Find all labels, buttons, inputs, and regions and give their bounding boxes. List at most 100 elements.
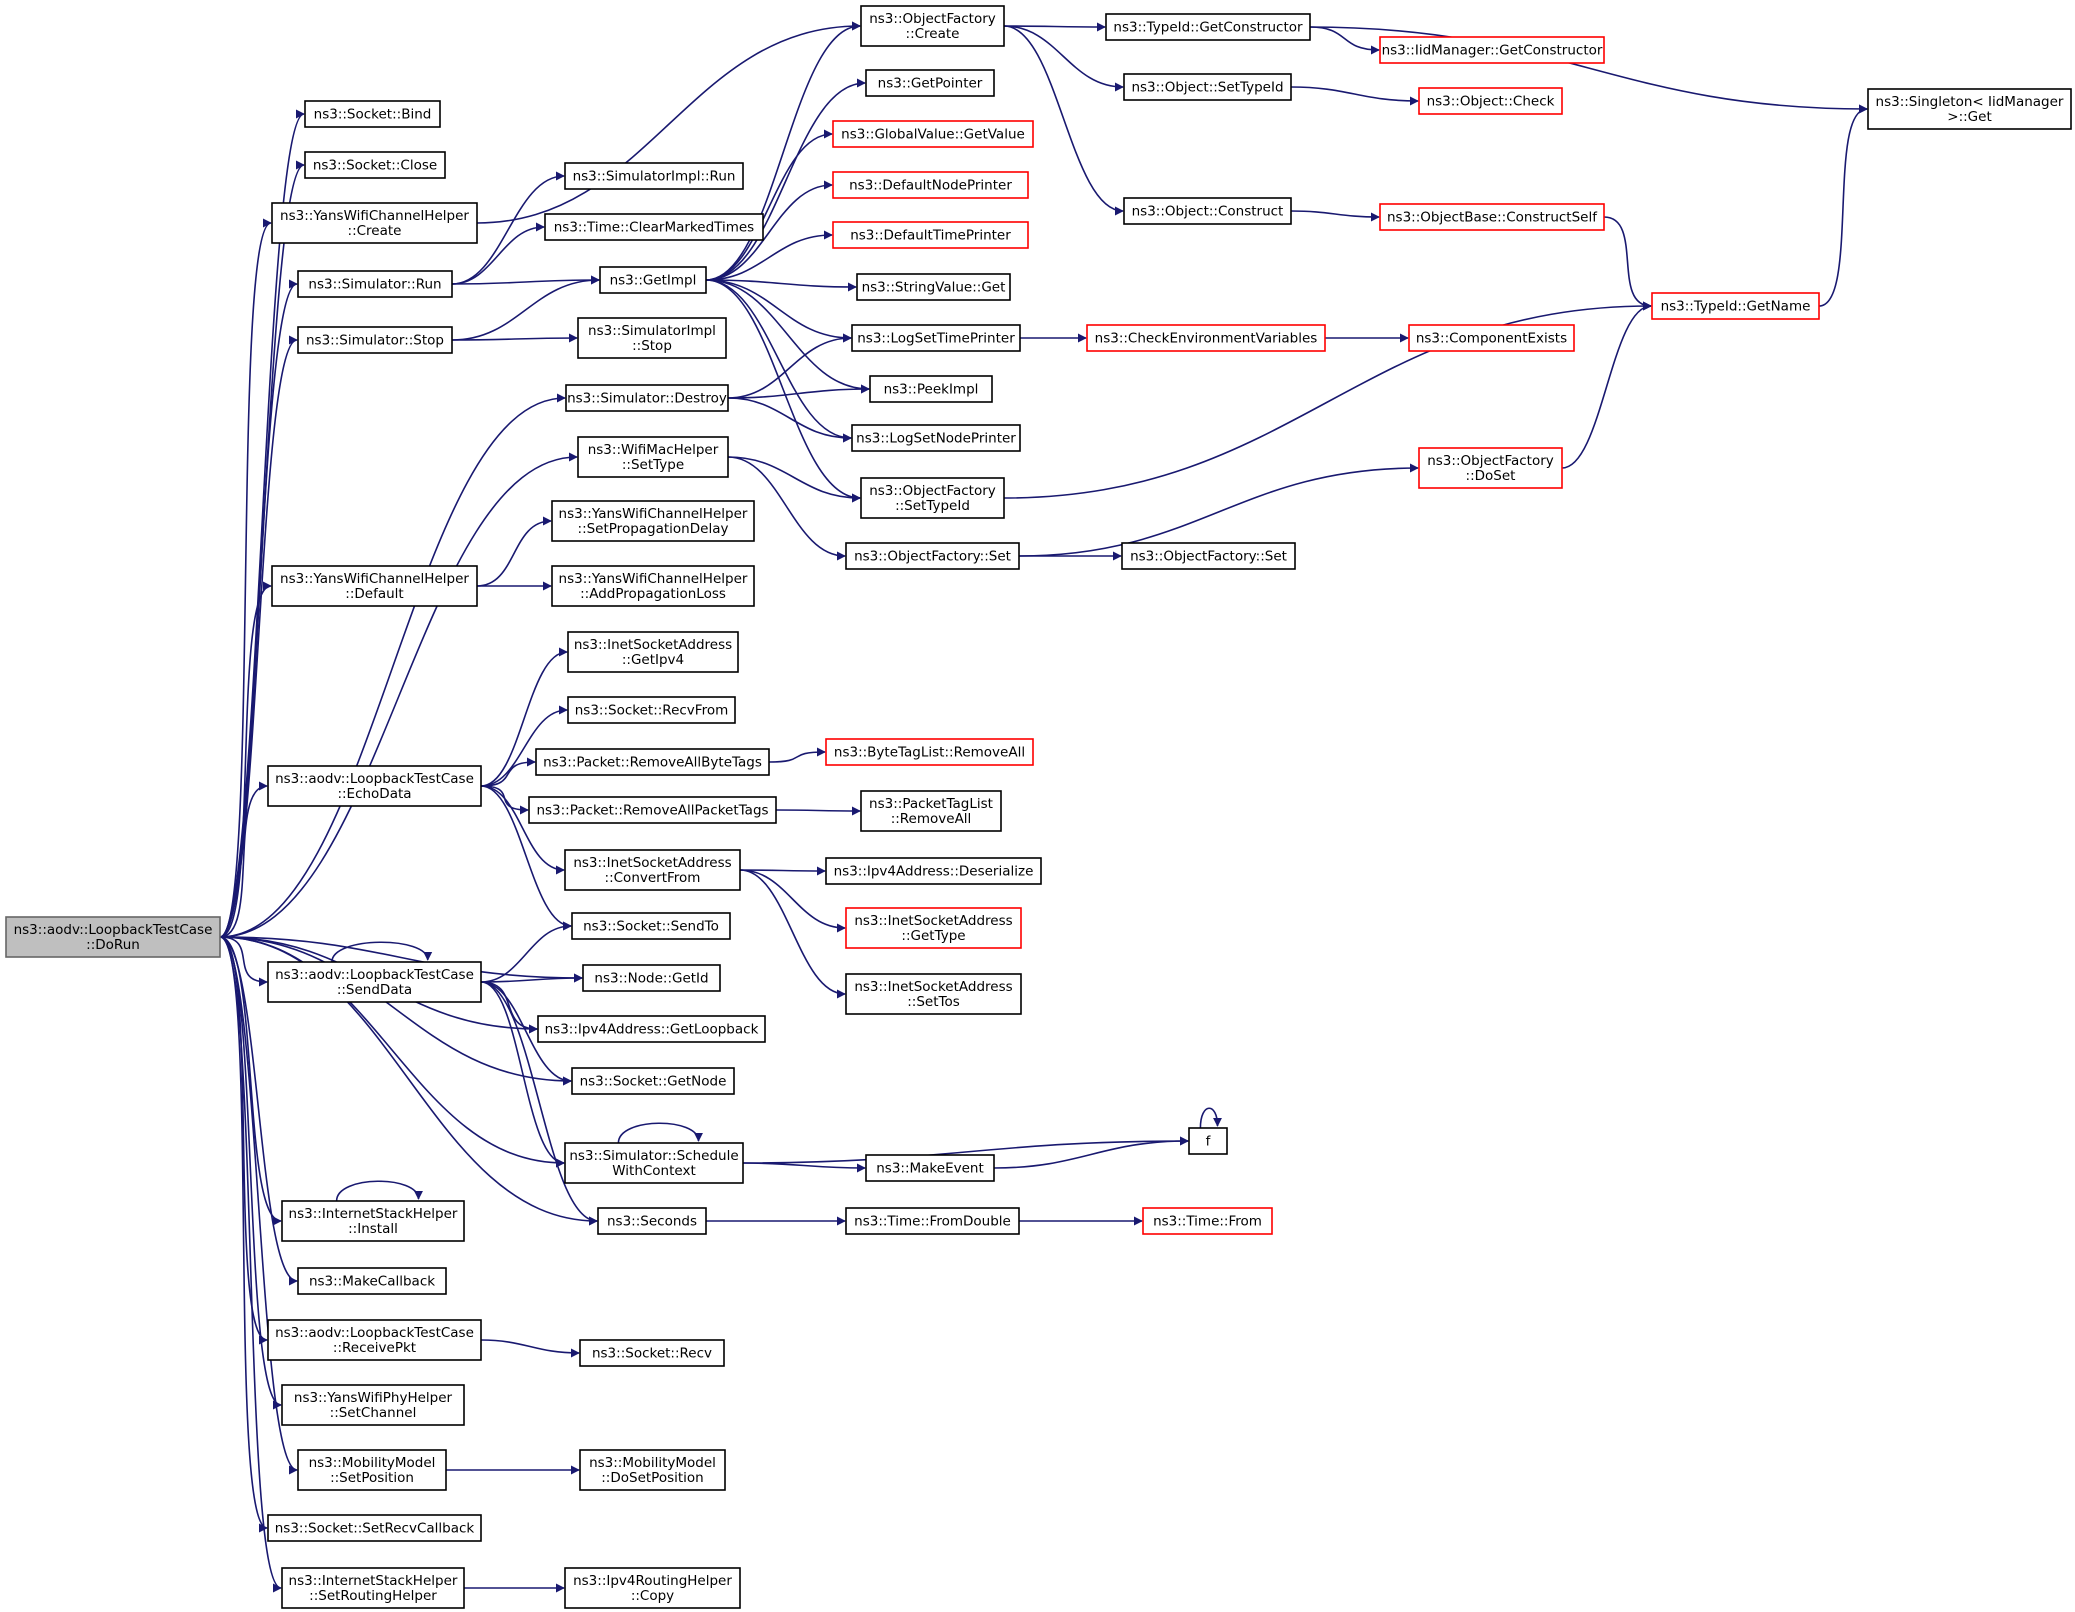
node-ywch_addprop[interactable]: ns3::YansWifiChannelHelper::AddPropagati… bbox=[551, 565, 755, 607]
edge-obj_construct-to-objbase_constructself bbox=[1290, 210, 1380, 222]
edge-isa_convertfrom-to-isa_gettype bbox=[739, 869, 846, 933]
node-obj_construct[interactable]: ns3::Object::Construct bbox=[1123, 197, 1292, 225]
node-label: ns3::CheckEnvironmentVariables bbox=[1095, 331, 1318, 347]
node-label: ns3::Simulator::Destroy bbox=[567, 391, 727, 407]
edge-pkt_rmbytetags-to-bytetaglist_rmall bbox=[768, 747, 826, 763]
node-time_from[interactable]: ns3::Time::From bbox=[1142, 1207, 1273, 1235]
node-ywch_create[interactable]: ns3::YansWifiChannelHelper::Create bbox=[271, 202, 478, 244]
node-isa_gettype[interactable]: ns3::InetSocketAddress::GetType bbox=[845, 907, 1022, 949]
node-simimpl_run[interactable]: ns3::SimulatorImpl::Run bbox=[564, 162, 744, 190]
node-simimpl_stop[interactable]: ns3::SimulatorImpl::Stop bbox=[577, 317, 727, 359]
node-label: ns3::Ipv4Address::GetLoopback bbox=[545, 1022, 759, 1038]
node-gv_getvalue[interactable]: ns3::GlobalValue::GetValue bbox=[832, 120, 1034, 148]
node-box bbox=[267, 1514, 482, 1542]
node-makecallback[interactable]: ns3::MakeCallback bbox=[297, 1267, 447, 1295]
node-typeid_getname[interactable]: ns3::TypeId::GetName bbox=[1651, 292, 1820, 320]
node-deftimeprinter[interactable]: ns3::DefaultTimePrinter bbox=[832, 221, 1029, 249]
edge-getimpl-to-gv_getvalue bbox=[705, 129, 833, 281]
node-socket_getnode[interactable]: ns3::Socket::GetNode bbox=[571, 1067, 735, 1095]
node-box bbox=[271, 565, 478, 607]
node-box bbox=[281, 1384, 465, 1426]
node-isa_convertfrom[interactable]: ns3::InetSocketAddress::ConvertFrom bbox=[564, 849, 741, 891]
node-ish_install[interactable]: ns3::InternetStackHelper::Install bbox=[281, 1200, 465, 1242]
edge-makeevent-to-f bbox=[993, 1136, 1189, 1169]
node-echodata[interactable]: ns3::aodv::LoopbackTestCase::EchoData bbox=[267, 765, 482, 807]
node-bind[interactable]: ns3::Socket::Bind bbox=[304, 100, 441, 128]
node-pkt_rmbytetags[interactable]: ns3::Packet::RemoveAllByteTags bbox=[535, 748, 770, 776]
node-box bbox=[832, 120, 1034, 148]
node-setrecvcallback[interactable]: ns3::Socket::SetRecvCallback bbox=[267, 1514, 482, 1542]
node-time_clear[interactable]: ns3::Time::ClearMarkedTimes bbox=[544, 213, 764, 241]
node-sim_stop[interactable]: ns3::Simulator::Stop bbox=[297, 326, 453, 354]
edge-isa_convertfrom-to-isa_settos bbox=[739, 869, 846, 999]
node-logsettimeprinter[interactable]: ns3::LogSetTimePrinter bbox=[851, 324, 1021, 352]
node-seconds[interactable]: ns3::Seconds bbox=[597, 1207, 707, 1235]
node-getpointer[interactable]: ns3::GetPointer bbox=[865, 69, 995, 97]
node-obj_settypeid[interactable]: ns3::Object::SetTypeId bbox=[1123, 73, 1292, 101]
node-objbase_constructself[interactable]: ns3::ObjectBase::ConstructSelf bbox=[1379, 203, 1605, 231]
edge-getimpl-to-peekimpl bbox=[705, 279, 870, 394]
node-pkt_rmpkttags[interactable]: ns3::Packet::RemoveAllPacketTags bbox=[528, 796, 777, 824]
node-dorun[interactable]: ns3::aodv::LoopbackTestCase::DoRun bbox=[5, 916, 221, 958]
node-socket_recv[interactable]: ns3::Socket::Recv bbox=[579, 1339, 725, 1367]
node-isa_settos[interactable]: ns3::InetSocketAddress::SetTos bbox=[845, 973, 1022, 1015]
node-receivepkt[interactable]: ns3::aodv::LoopbackTestCase::ReceivePkt bbox=[267, 1319, 482, 1361]
node-iidmgr_getctor[interactable]: ns3::IidManager::GetConstructor bbox=[1379, 36, 1605, 64]
node-pkttaglist_rmall[interactable]: ns3::PacketTagList::RemoveAll bbox=[860, 790, 1002, 832]
edge-getimpl-to-of_create bbox=[705, 21, 861, 281]
node-close[interactable]: ns3::Socket::Close bbox=[304, 151, 446, 179]
node-logsetnodeprinter[interactable]: ns3::LogSetNodePrinter bbox=[851, 424, 1021, 452]
node-ipv4_deserialize[interactable]: ns3::Ipv4Address::Deserialize bbox=[825, 857, 1042, 885]
node-isa_getipv4[interactable]: ns3::InetSocketAddress::GetIpv4 bbox=[567, 631, 739, 673]
edge-sim_run-to-getimpl bbox=[451, 275, 600, 285]
node-checkenv[interactable]: ns3::CheckEnvironmentVariables bbox=[1086, 324, 1326, 352]
node-of_doset[interactable]: ns3::ObjectFactory::DoSet bbox=[1418, 447, 1563, 489]
node-label: ::SetPropagationDelay bbox=[578, 521, 729, 537]
node-label: ns3::GetImpl bbox=[610, 273, 697, 289]
node-ish_setrouting[interactable]: ns3::InternetStackHelper::SetRoutingHelp… bbox=[281, 1567, 465, 1609]
node-label: ns3::Ipv4RoutingHelper bbox=[573, 1573, 732, 1589]
node-typeid_getctor[interactable]: ns3::TypeId::GetConstructor bbox=[1105, 13, 1311, 41]
node-ipv4_loopback[interactable]: ns3::Ipv4Address::GetLoopback bbox=[537, 1015, 766, 1043]
node-time_fromdouble[interactable]: ns3::Time::FromDouble bbox=[845, 1207, 1020, 1235]
node-box bbox=[1142, 1207, 1273, 1235]
node-wmh_settype[interactable]: ns3::WifiMacHelper::SetType bbox=[577, 436, 729, 478]
node-componentexists[interactable]: ns3::ComponentExists bbox=[1408, 324, 1575, 352]
node-defnodeprinter[interactable]: ns3::DefaultNodePrinter bbox=[832, 171, 1029, 199]
node-ywph_setchannel[interactable]: ns3::YansWifiPhyHelper::SetChannel bbox=[281, 1384, 465, 1426]
node-of_set2[interactable]: ns3::ObjectFactory::Set bbox=[1121, 542, 1296, 570]
node-obj_check[interactable]: ns3::Object::Check bbox=[1418, 87, 1563, 115]
node-of_create[interactable]: ns3::ObjectFactory::Create bbox=[860, 5, 1005, 47]
node-bytetaglist_rmall[interactable]: ns3::ByteTagList::RemoveAll bbox=[825, 738, 1034, 766]
node-of_settypeid[interactable]: ns3::ObjectFactory::SetTypeId bbox=[860, 477, 1005, 519]
node-mm_setposition[interactable]: ns3::MobilityModel::SetPosition bbox=[297, 1449, 447, 1491]
node-ipv4rh_copy[interactable]: ns3::Ipv4RoutingHelper::Copy bbox=[564, 1567, 741, 1609]
node-sim_destroy[interactable]: ns3::Simulator::Destroy bbox=[565, 384, 729, 412]
node-of_set[interactable]: ns3::ObjectFactory::Set bbox=[845, 542, 1020, 570]
node-mm_dosetposition[interactable]: ns3::MobilityModel::DoSetPosition bbox=[579, 1449, 726, 1491]
edge-sim_run-to-time_clear bbox=[451, 222, 545, 285]
node-makeevent[interactable]: ns3::MakeEvent bbox=[865, 1154, 995, 1182]
node-ywch_default[interactable]: ns3::YansWifiChannelHelper::Default bbox=[271, 565, 478, 607]
node-ywch_setprop[interactable]: ns3::YansWifiChannelHelper::SetPropagati… bbox=[551, 500, 755, 542]
node-label: ::EchoData bbox=[337, 786, 411, 802]
node-box bbox=[577, 317, 727, 359]
edge-echodata-to-sendto bbox=[480, 785, 572, 931]
node-stringvalue_get[interactable]: ns3::StringValue::Get bbox=[856, 273, 1011, 301]
node-node_getid[interactable]: ns3::Node::GetId bbox=[582, 964, 721, 992]
edge-dorun-to-socket_getnode bbox=[219, 936, 572, 1086]
node-label: >::Get bbox=[1947, 109, 1991, 125]
node-label: ns3::IidManager::GetConstructor bbox=[1382, 43, 1603, 59]
node-singleton_get[interactable]: ns3::Singleton< IidManager >::Get bbox=[1867, 88, 2072, 130]
node-getimpl[interactable]: ns3::GetImpl bbox=[599, 266, 707, 294]
node-sim_run[interactable]: ns3::Simulator::Run bbox=[297, 270, 453, 298]
node-box bbox=[571, 1067, 735, 1095]
edge-objbase_constructself-to-typeid_getname bbox=[1603, 216, 1652, 311]
node-senddata[interactable]: ns3::aodv::LoopbackTestCase::SendData bbox=[267, 961, 482, 1003]
node-label: ::SetRoutingHelper bbox=[309, 1588, 437, 1604]
node-peekimpl[interactable]: ns3::PeekImpl bbox=[869, 375, 993, 403]
node-sendto[interactable]: ns3::Socket::SendTo bbox=[571, 912, 731, 940]
node-recvfrom[interactable]: ns3::Socket::RecvFrom bbox=[567, 696, 736, 724]
node-f[interactable]: f bbox=[1188, 1127, 1228, 1155]
